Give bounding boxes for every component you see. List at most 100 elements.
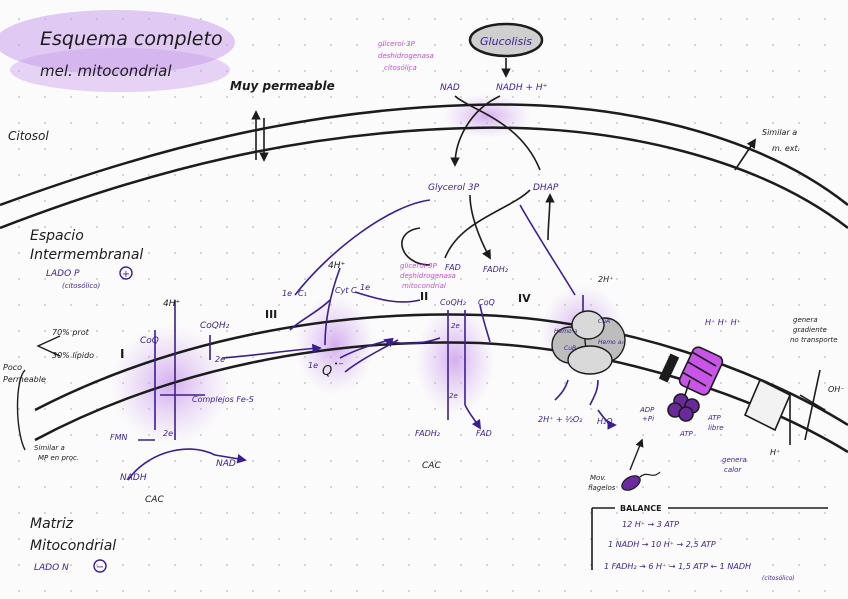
e1a-c3: 1e: [282, 289, 292, 298]
coqh2-c1: CoQH₂: [200, 321, 230, 331]
genera-calor-2: calor: [724, 466, 742, 474]
atp-bound: ATP: [679, 430, 694, 438]
muy-permeable-label: Muy permeable: [230, 79, 335, 93]
glycolysis-label: Glucolisis: [480, 35, 532, 48]
balance-line3-sub: (citosólico): [762, 575, 795, 582]
e2-c1: 2e: [215, 355, 225, 364]
nad-cyto: NAD: [440, 83, 460, 93]
complex-i-label: I: [120, 347, 124, 361]
h-right-atp: H⁺: [770, 448, 780, 457]
coqh2-c2: CoQH₂: [440, 298, 467, 307]
enzyme-cyto-3: citosólica: [384, 64, 417, 72]
enzyme-mito-2: deshidrogenasa: [400, 272, 456, 280]
genera-1: genera: [793, 316, 818, 324]
h2-c4: 2H⁺: [598, 275, 613, 284]
balance-title: BALANCE: [620, 504, 662, 513]
poco-label: Poco: [3, 363, 22, 372]
lado-n-label: LADO N: [34, 563, 69, 573]
lado-p-circle: [119, 266, 133, 280]
genera-3: no transporte: [790, 336, 838, 344]
pct-lip-label: 30% lípido: [52, 351, 94, 360]
complex-ii-label: II: [420, 290, 428, 303]
fe-s-label: Complejos Fe-S: [192, 395, 254, 404]
nadh-c1: NADH: [120, 473, 147, 483]
q-sup: •−: [334, 360, 344, 368]
balance-line3: 1 FADH₂ → 6 H⁺ → 1,5 ATP ← 1 NADH: [604, 562, 751, 571]
enzyme-cyto-1: glicerol-3P: [378, 40, 416, 48]
coq-c1: CoQ: [140, 336, 159, 346]
cac-c1: CAC: [145, 495, 164, 505]
enzyme-cyto-2: deshidrogenasa: [378, 52, 434, 60]
cu-b: CuB: [564, 345, 576, 352]
title-highlight: [0, 10, 235, 92]
e1b-c3: 1e: [360, 283, 370, 292]
fad-mito: FAD: [445, 263, 461, 272]
oh-label: OH⁻: [828, 385, 845, 394]
atp-libre-1: ATP: [707, 414, 722, 422]
complex-iii-label: III: [265, 308, 277, 321]
h4-c3: 4H⁺: [328, 261, 345, 271]
atp-libre-2: libre: [708, 424, 724, 432]
intermembranal-label: Intermembranal: [30, 247, 143, 263]
citosol-label: Citosol: [8, 129, 49, 143]
lado-p-label: LADO P: [46, 269, 80, 279]
atp-synthase: [658, 346, 724, 422]
lado-n-sign: −: [96, 562, 104, 573]
title-line2: mel. mitocondrial: [40, 62, 172, 80]
complex-iv-label: IV: [518, 292, 531, 305]
similar-mp-label1: Similar a: [34, 444, 65, 452]
espacio-label: Espacio: [30, 228, 84, 244]
similar-ae-label2: m. ext.: [772, 144, 800, 153]
cytc-c3: Cyt C: [335, 286, 357, 295]
glycerol3p-label: Glycerol 3P: [428, 183, 480, 193]
balance-line1: 12 H⁺ → 3 ATP: [622, 520, 679, 529]
water-right: H₂O: [597, 417, 613, 426]
mitocondrial-label: Mitocondrial: [30, 538, 116, 554]
fmn-label: FMN: [110, 433, 128, 442]
permeable-arrows: [251, 110, 757, 171]
pi-label: +Pi: [642, 415, 654, 423]
genera-2: gradiente: [793, 326, 827, 334]
enzyme-mito-1: glicerol-3P: [400, 262, 438, 270]
flagellum-icon: [621, 438, 661, 491]
outer-membrane: [0, 103, 848, 230]
pct-prot-label: 70% prot: [52, 328, 90, 337]
glycolysis-node: Glucolisis: [468, 22, 544, 58]
e2-c2: 2e: [451, 322, 460, 330]
e2-c1b: 2e: [163, 429, 173, 438]
title-line1: Esquema completo: [40, 28, 223, 50]
flagelos-1: Mov.: [590, 474, 606, 482]
hemo-a: Hemo a: [554, 328, 578, 335]
lado-n-circle: [93, 559, 107, 573]
balance-box: [591, 507, 828, 570]
q-label: Q: [322, 364, 332, 379]
fad-c2: FAD: [476, 429, 492, 438]
h4-c1: 4H⁺: [163, 299, 180, 309]
enzyme-mito-3: mitocondrial: [402, 282, 446, 290]
genera-calor-1: genera: [722, 456, 747, 464]
fadh2-mito: FADH₂: [483, 265, 509, 274]
e1c-c3: 1e: [308, 361, 318, 370]
shuttle-arrows: [401, 58, 555, 266]
electron-paths: [127, 199, 617, 481]
membrane-brackets: [16, 335, 61, 451]
balance-line2: 1 NADH → 10 H⁺ → 2,5 ATP: [608, 540, 716, 549]
e2-c2b: 2e: [449, 392, 458, 400]
matriz-label: Matriz: [30, 516, 74, 532]
lado-p-sub: (citosólico): [62, 282, 101, 290]
fadh2-c2: FADH₂: [415, 429, 441, 438]
similar-ae-label: Similar a: [762, 128, 797, 137]
hemo-a3: Hemo a₃: [598, 339, 624, 346]
similar-mp-label2: MP en proc.: [38, 454, 79, 462]
nadh-cyto: NADH + H⁺: [496, 83, 548, 93]
dhap-label: DHAP: [533, 183, 559, 193]
h-top-atp: H⁺ H⁺ H⁺: [705, 318, 741, 327]
complex-iv-shape: [551, 310, 626, 375]
uncoupling-channel: [743, 369, 826, 445]
cu-a: CuA: [598, 318, 610, 325]
water-left: 2H⁺ + ½O₂: [538, 415, 583, 424]
cytc1-c3: C₁: [298, 289, 307, 298]
flagelos-2: flagelos: [588, 484, 616, 492]
